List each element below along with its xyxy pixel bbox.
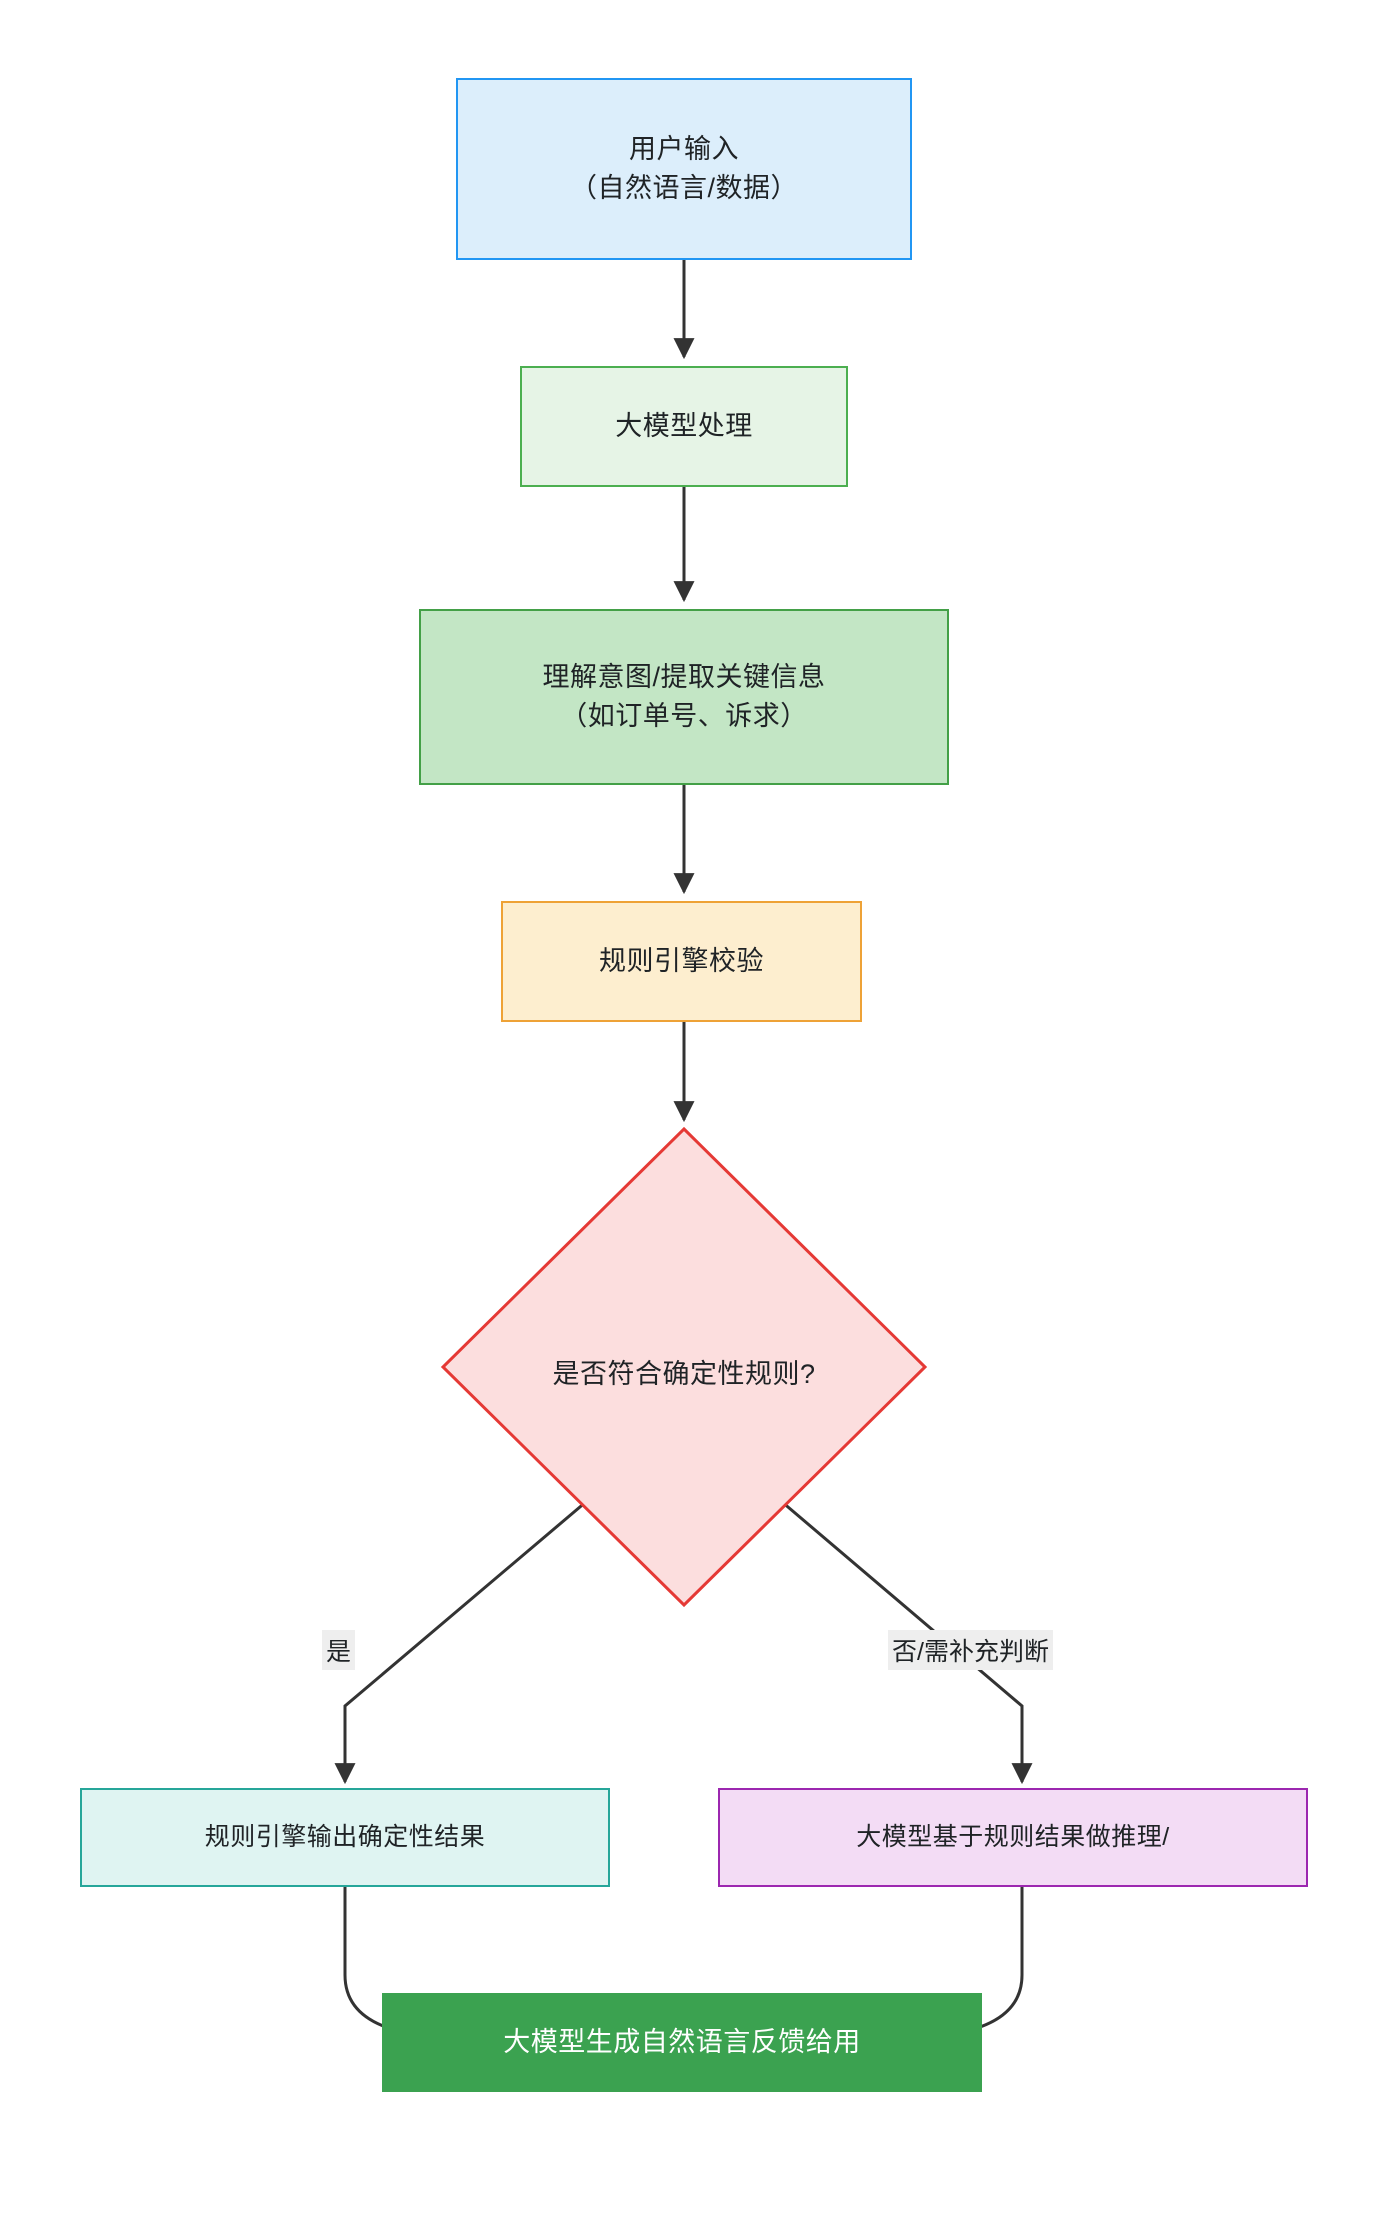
decision-diamond-shape <box>440 1126 928 1608</box>
node-deterministic-output[interactable]: 规则引擎输出确定性结果 <box>80 1788 610 1887</box>
node-intent-extract-line1: 理解意图/提取关键信息 <box>542 661 826 692</box>
node-rule-engine-check[interactable]: 规则引擎校验 <box>501 901 862 1022</box>
node-decision-label: 是否符合确定性规则? <box>552 1359 816 1389</box>
node-user-input[interactable]: 用户输入 （自然语言/数据） <box>456 78 912 260</box>
node-llm-reasoning-line1: 大模型基于规则结果做推理/ <box>856 1823 1170 1852</box>
node-llm-process-line1: 大模型处理 <box>615 410 753 441</box>
node-user-input-line1: 用户输入 <box>628 133 739 164</box>
edge-label-yes: 是 <box>322 1630 356 1670</box>
node-llm-process[interactable]: 大模型处理 <box>520 366 848 487</box>
node-final-feedback-line1: 大模型生成自然语言反馈给用 <box>503 2026 861 2057</box>
node-decision[interactable]: 是否符合确定性规则? <box>440 1126 928 1608</box>
node-final-feedback[interactable]: 大模型生成自然语言反馈给用 <box>382 1993 982 2092</box>
node-user-input-line2: （自然语言/数据） <box>569 173 798 203</box>
node-intent-extract[interactable]: 理解意图/提取关键信息 （如订单号、诉求） <box>419 609 949 785</box>
node-deterministic-output-line1: 规则引擎输出确定性结果 <box>204 1823 486 1852</box>
edge-label-no: 否/需补充判断 <box>888 1630 1053 1670</box>
node-rule-engine-check-line1: 规则引擎校验 <box>599 945 764 976</box>
node-llm-reasoning[interactable]: 大模型基于规则结果做推理/ <box>718 1788 1308 1887</box>
node-intent-extract-line2: （如订单号、诉求） <box>560 701 808 731</box>
